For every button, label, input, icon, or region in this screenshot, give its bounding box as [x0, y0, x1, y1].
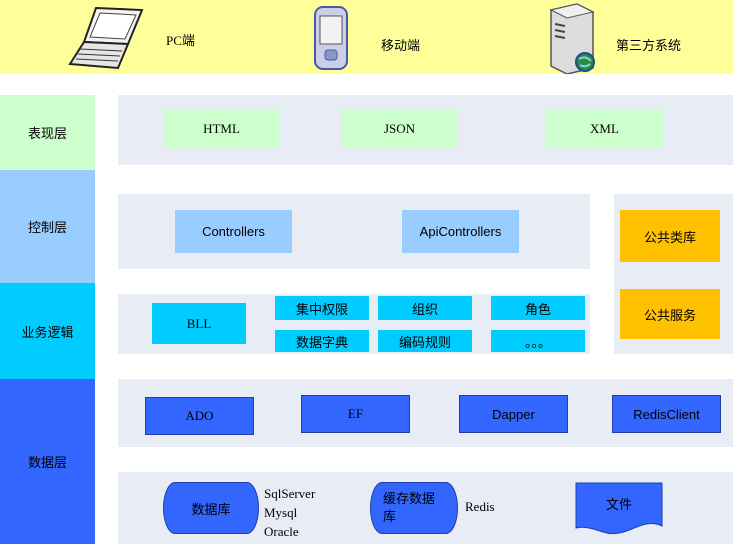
database-cylinder: 数据库 [163, 482, 259, 534]
layer-business: 业务逻辑 [0, 283, 95, 379]
file-label: 文件 [605, 497, 632, 512]
layer-control: 控制层 [0, 170, 95, 283]
data-access-item: Dapper [459, 395, 568, 433]
third-party-client-label: 第三方系统 [616, 38, 682, 53]
common-service: 公共服务 [620, 289, 720, 339]
control-item: ApiControllers [402, 210, 519, 253]
file-document-icon: 文件 [575, 482, 663, 536]
bll-box: BLL [152, 303, 246, 344]
database-type: SqlServer [264, 486, 316, 501]
data-access-item: ADO [145, 397, 254, 435]
business-module: 集中权限 [275, 296, 369, 320]
business-module: 数据字典 [275, 330, 369, 352]
cache-cylinder: 缓存数据库 [370, 482, 458, 534]
data-access-item: EF [301, 395, 410, 433]
business-module: 。。。 [491, 330, 585, 352]
data-access-item: RedisClient [612, 395, 721, 433]
presentation-item: JSON [341, 110, 458, 148]
pc-client-label: PC端 [166, 33, 195, 48]
layer-data: 数据层 [0, 379, 95, 544]
mobile-client-label: 移动端 [381, 38, 421, 53]
business-module: 角色 [491, 296, 585, 320]
cache-label: 缓存数据库 [383, 491, 436, 524]
server-icon [541, 2, 603, 75]
presentation-item: HTML [163, 110, 280, 148]
cache-type: Redis [465, 499, 495, 514]
layer-presentation: 表现层 [0, 95, 95, 170]
control-item: Controllers [175, 210, 292, 253]
mobile-phone-icon [309, 4, 355, 72]
database-types: SqlServer Mysql Oracle [264, 484, 315, 541]
business-module: 组织 [378, 296, 472, 320]
common-library: 公共类库 [620, 210, 720, 262]
database-type: Oracle [264, 524, 299, 539]
laptop-icon [66, 4, 146, 70]
database-type: Mysql [264, 505, 298, 520]
presentation-item: XML [546, 110, 663, 148]
business-module: 编码规则 [378, 330, 472, 352]
